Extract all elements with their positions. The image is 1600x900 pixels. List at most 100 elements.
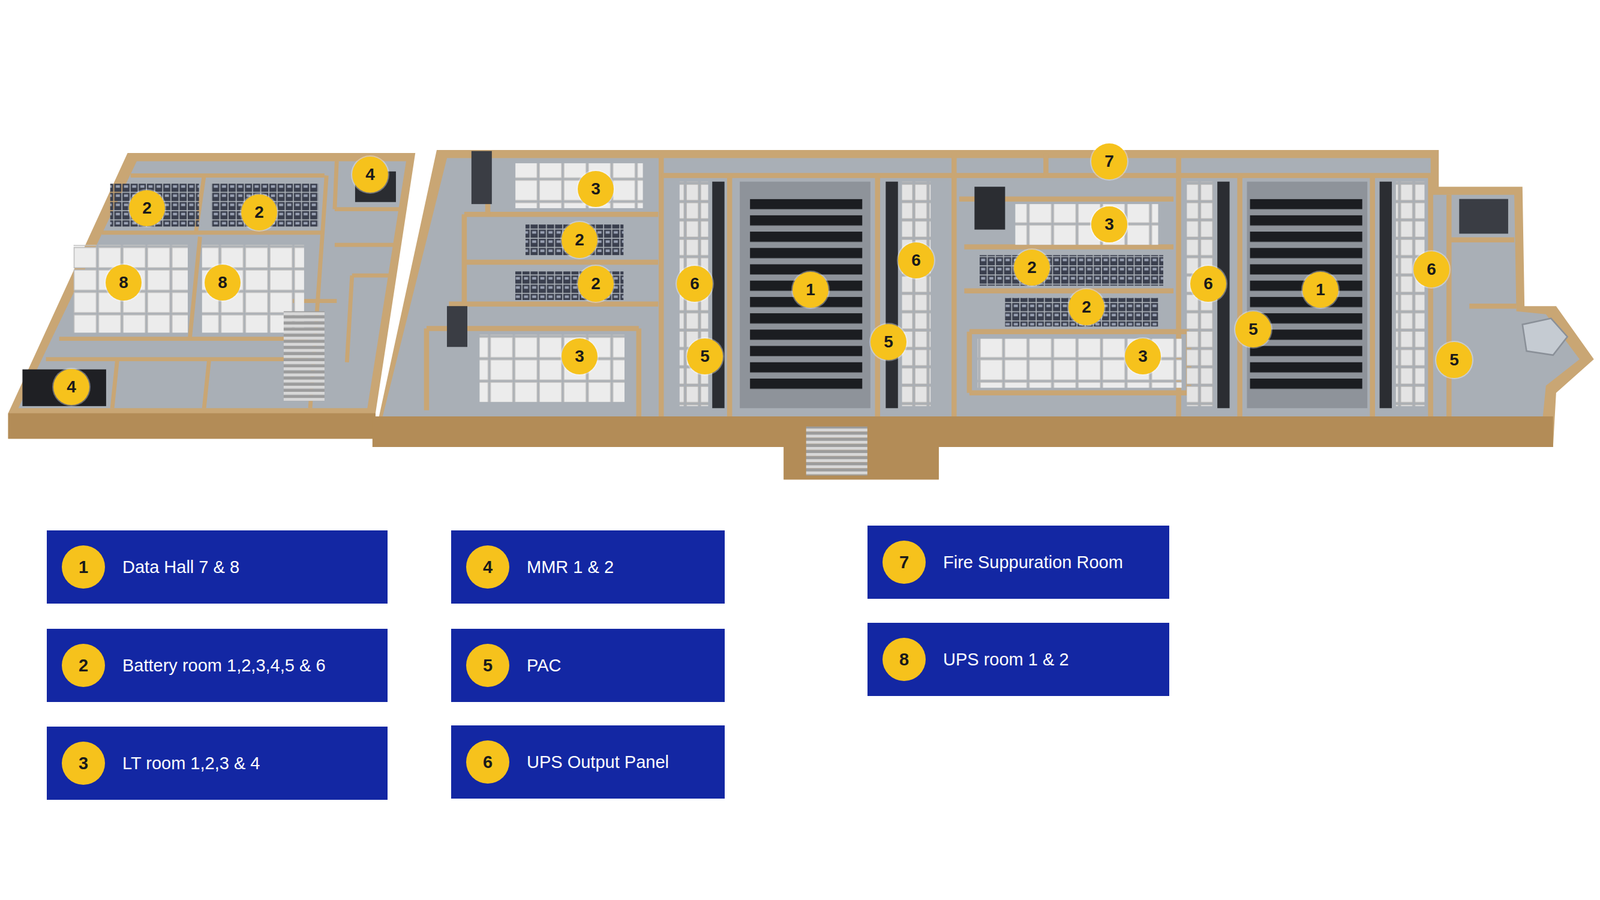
lt-panels (1015, 203, 1158, 245)
callout-number: 2 (561, 221, 598, 258)
callout-number: 3 (577, 170, 614, 207)
staircase (806, 426, 868, 476)
wall (189, 236, 200, 339)
legend-number: 1 (78, 558, 89, 576)
callout-number: 8 (105, 264, 142, 301)
callout-number: 2 (1068, 289, 1105, 326)
callout-number: 3 (561, 338, 598, 375)
lt-panels (479, 334, 625, 402)
wall (130, 173, 325, 178)
callout-number: 2 (241, 194, 278, 231)
legend-number-circle: 5 (466, 643, 510, 687)
wall (658, 152, 665, 417)
legend-number-circle: 3 (61, 741, 105, 785)
wall (424, 328, 430, 411)
mmr-racks (22, 369, 106, 407)
wall (969, 390, 1190, 396)
wall (953, 172, 1179, 179)
legend-box: Battery room 1,2,3,4,5 & 6 2 (46, 628, 388, 702)
server-racks (749, 199, 863, 393)
wall (464, 259, 659, 266)
wall (727, 175, 733, 417)
staircase (283, 311, 325, 402)
wall (112, 359, 118, 409)
callout-number: 8 (204, 264, 241, 301)
front-wall-face (372, 416, 1554, 447)
wall (352, 273, 393, 278)
legend-box: Data Hall 7 & 8 1 (46, 530, 388, 604)
legend-number-circle: 4 (466, 545, 510, 589)
front-wall-face (8, 413, 376, 440)
wall (1469, 303, 1517, 309)
wall (969, 328, 1190, 335)
legend-box: UPS Output Panel6 (451, 725, 725, 799)
wall (464, 211, 659, 218)
wall (1446, 194, 1452, 417)
wall (59, 336, 309, 341)
wall (203, 359, 210, 409)
panel-column (885, 181, 898, 409)
legend-label: PAC (526, 655, 561, 677)
wall (1427, 175, 1434, 417)
annex-cylinder (1522, 318, 1568, 356)
callout-number: 5 (686, 338, 723, 375)
callout-number: 5 (870, 323, 907, 360)
legend-number-circle: 8 (882, 637, 926, 681)
data-hall-floor (1246, 181, 1368, 409)
wall (1178, 172, 1431, 179)
battery-racks (110, 183, 200, 227)
cabinet-column (446, 305, 468, 347)
wall (334, 161, 337, 210)
wall (1448, 236, 1515, 243)
callout-number: 4 (352, 156, 389, 193)
wall (1043, 152, 1049, 176)
cabinet-column (471, 151, 492, 204)
callout-number: 1 (792, 271, 829, 308)
outer-wall (372, 149, 1595, 480)
ups-cabinets (73, 244, 188, 333)
legend-number: 7 (899, 553, 909, 572)
wall (448, 301, 659, 308)
legend-number-circle: 7 (882, 540, 926, 584)
pac-units (902, 181, 932, 407)
wall (461, 214, 468, 305)
callout-number: 6 (1190, 265, 1227, 302)
legend-number-circle: 6 (466, 740, 510, 784)
legend-box: Fire Suppuration Room 7 (867, 525, 1170, 599)
lt-panels (977, 338, 1182, 389)
legend-label: Data Hall 7 & 8 (122, 556, 240, 578)
wall (661, 172, 954, 179)
legend-label: LT room 1,2,3 & 4 (122, 752, 260, 774)
main-building-block (372, 149, 1595, 480)
left-building-block (8, 152, 416, 439)
wall (101, 230, 323, 235)
legend-label: Battery room 1,2,3,4,5 & 6 (122, 655, 326, 677)
legend-number: 4 (482, 558, 493, 576)
legend-number: 2 (78, 656, 89, 675)
legend-number-circle: 1 (61, 545, 105, 589)
callout-number: 3 (1124, 338, 1161, 375)
callout-number: 6 (1413, 251, 1450, 288)
wall (346, 275, 353, 363)
legend-label: Fire Suppuration Room (943, 551, 1124, 573)
legend-label: UPS room 1 & 2 (943, 649, 1070, 671)
legend-number: 3 (78, 754, 89, 773)
battery-racks (979, 254, 1164, 286)
panel-column (712, 181, 725, 409)
callout-number: 2 (1013, 249, 1050, 286)
pac-units (1396, 181, 1425, 407)
callout-number: 5 (1235, 311, 1272, 348)
wall (951, 152, 957, 417)
callout-number: 1 (1302, 271, 1339, 308)
interior-walls (426, 152, 1517, 417)
callout-number: 6 (676, 265, 713, 302)
wall (1237, 175, 1243, 417)
wall (636, 328, 642, 417)
panel-column (1379, 181, 1392, 409)
wall (46, 356, 309, 362)
callout-number: 2 (577, 265, 614, 302)
callout-number: 5 (1436, 341, 1473, 378)
callout-number: 7 (1091, 143, 1128, 180)
legend-box: LT room 1,2,3 & 4 3 (46, 726, 388, 800)
